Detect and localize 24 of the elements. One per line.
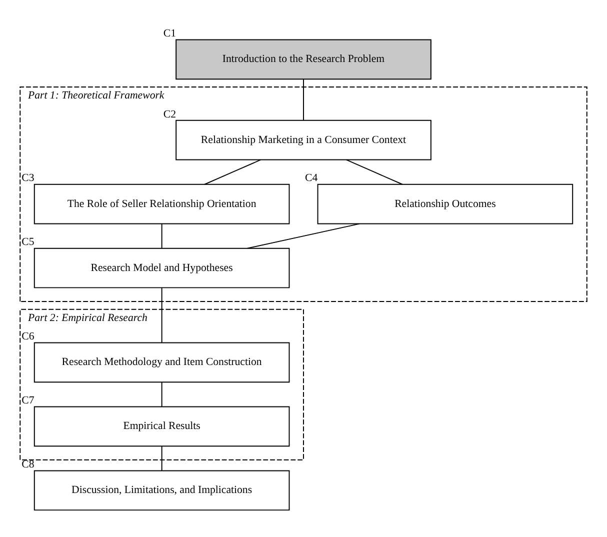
connector [246, 222, 360, 248]
node-box: Research Model and Hypotheses [34, 247, 290, 288]
node-box: Empirical Results [34, 406, 290, 446]
node-label: C7 [22, 394, 34, 406]
connector [161, 381, 162, 407]
connector [161, 445, 162, 471]
node-label: C2 [163, 108, 176, 120]
connector [204, 158, 262, 184]
connector [303, 78, 304, 120]
node-label: C4 [305, 172, 318, 184]
node-box: Introduction to the Research Problem [176, 38, 432, 80]
node-box: Relationship Outcomes [317, 183, 574, 224]
connector [161, 286, 162, 342]
node-box: Discussion, Limitations, and Implications [34, 470, 290, 510]
node-box: Research Methodology and Item Construction [34, 342, 290, 382]
node-label: C8 [22, 458, 34, 470]
node-label: C6 [22, 330, 34, 342]
node-box: Relationship Marketing in a Consumer Context [176, 119, 432, 160]
connector [161, 222, 162, 248]
node-box: The Role of Seller Relationship Orientation [34, 183, 290, 224]
node-label: C5 [22, 236, 34, 248]
connector [346, 158, 403, 184]
node-label: C3 [22, 172, 34, 184]
node-label: C1 [163, 27, 176, 40]
